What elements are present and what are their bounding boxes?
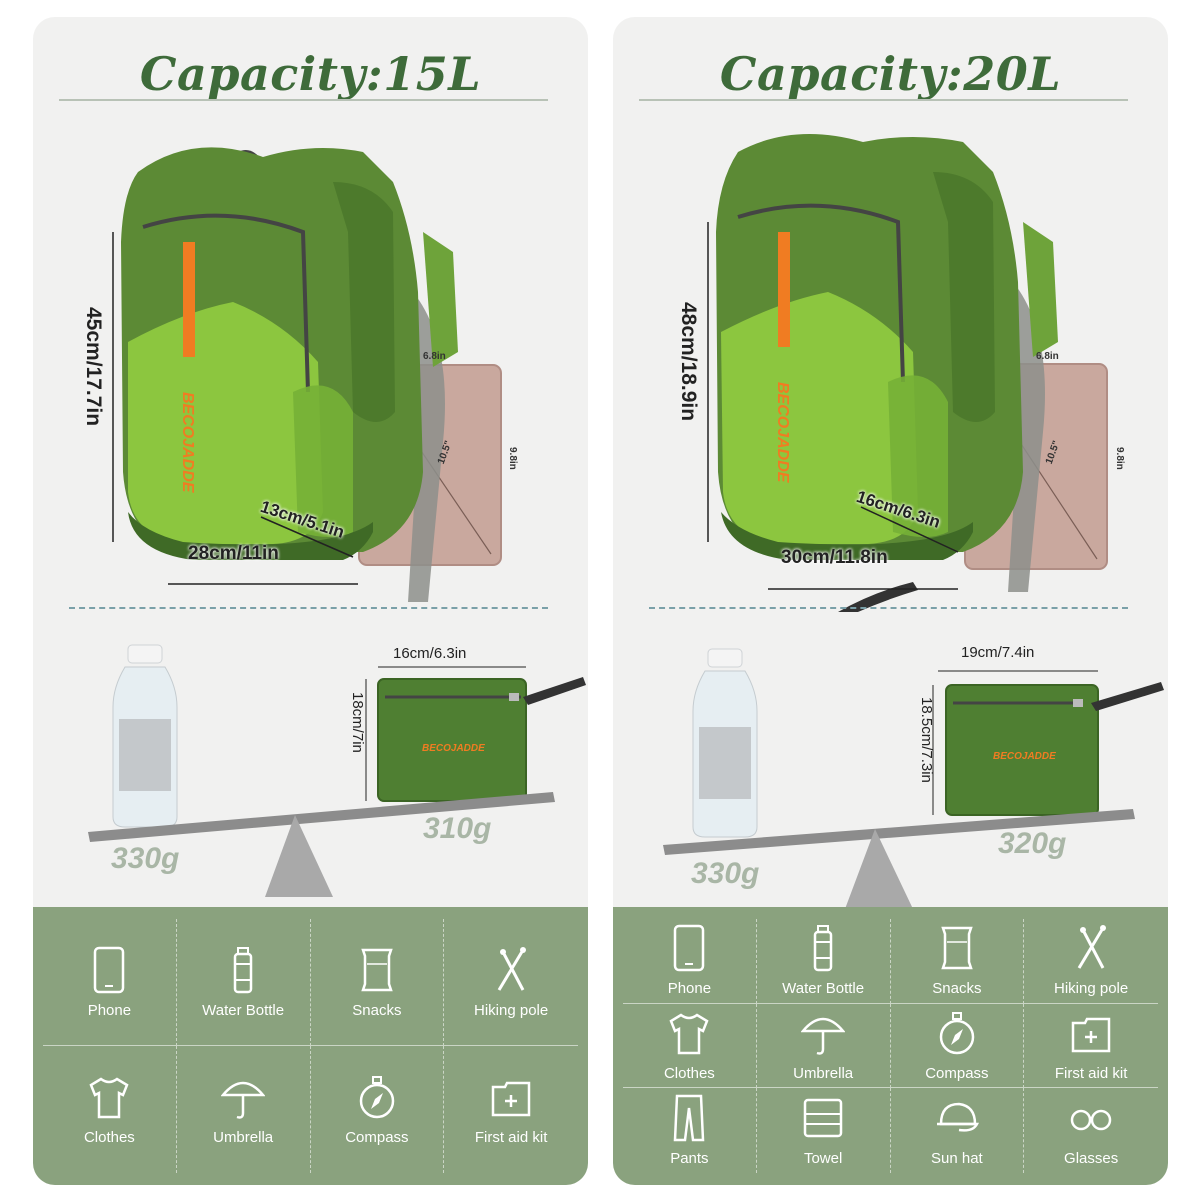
scale-20l-illustration: BECOJADDE: [663, 648, 1164, 909]
water-bottle-icon: [813, 925, 833, 972]
title-divider: [59, 99, 548, 101]
tablet-height-label: 9.8in: [1114, 447, 1125, 470]
item-label: First aid kit: [474, 1129, 548, 1146]
compass-icon: [939, 1011, 975, 1055]
phone-icon: [94, 946, 125, 993]
capacity-20l-panel: Capacity:20L BECOJADDE 48cm/18.9in 30cm/…: [613, 17, 1168, 1185]
item-water-bottle: Water Bottle: [756, 919, 891, 1004]
backpack-20l-illustration: BECOJADDE: [707, 134, 1108, 612]
backpack-brand: BECOJADDE: [774, 382, 791, 484]
snacks-icon: [361, 948, 393, 991]
pouch-height-dimension: 18.5cm/7.3in: [918, 697, 935, 783]
scale-15l-illustration: BECOJADDE: [88, 644, 586, 897]
water-bottle-illustration: [112, 644, 178, 828]
item-water-bottle: Water Bottle: [176, 919, 311, 1046]
packed-pouch-illustration: BECOJADDE: [365, 666, 586, 802]
item-snacks: Snacks: [310, 919, 445, 1046]
item-compass: Compass: [890, 1003, 1025, 1089]
item-clothes: Clothes: [43, 1046, 177, 1173]
height-dimension: 48cm/18.9in: [677, 302, 700, 422]
pouch-width-dimension: 19cm/7.4in: [961, 644, 1035, 661]
item-label: Umbrella: [793, 1064, 854, 1082]
item-clothes: Clothes: [623, 1003, 757, 1089]
first-aid-kit-icon: [491, 1081, 531, 1117]
width-dimension: 28cm/11in: [188, 543, 279, 564]
item-label: Compass: [925, 1064, 989, 1082]
item-label: Sun hat: [931, 1150, 983, 1168]
tablet-height-label: 9.8in: [507, 447, 518, 470]
umbrella-icon: [221, 1081, 266, 1119]
item-label: Towel: [803, 1150, 843, 1168]
item-label: Snacks: [352, 1001, 402, 1019]
section-divider: [649, 607, 1128, 609]
sun-hat-icon: [936, 1102, 979, 1132]
pack-weight: 310g: [423, 812, 492, 845]
item-snacks: Snacks: [890, 919, 1025, 1004]
hiking-pole-icon: [1077, 925, 1107, 970]
title-divider: [639, 99, 1128, 101]
snacks-icon: [941, 927, 973, 970]
capacity-title: Capacity:15L: [139, 47, 482, 101]
item-label: Water Bottle: [202, 1001, 285, 1019]
item-first-aid-kit: First aid kit: [1024, 1004, 1158, 1089]
pack-weight: 320g: [998, 827, 1067, 860]
item-compass: Compass: [311, 1046, 445, 1173]
water-bottle-illustration: [692, 648, 758, 838]
capacity-15l-panel: Capacity:15L BECOJADDE 45cm/17.7in 28cm/…: [33, 17, 588, 1185]
phone-icon: [674, 925, 705, 972]
capacity-title: Capacity:20L: [719, 47, 1062, 101]
hiking-pole-icon: [497, 946, 527, 991]
section-divider: [69, 607, 548, 609]
pouch-width-dimension: 16cm/6.3in: [393, 645, 467, 662]
item-phone: Phone: [43, 919, 177, 1046]
bottle-weight: 330g: [111, 842, 180, 875]
item-towel: Towel: [757, 1088, 891, 1173]
pouch-brand: BECOJADDE: [422, 743, 485, 754]
item-label: Umbrella: [213, 1129, 274, 1146]
item-hiking-pole: Hiking pole: [444, 919, 578, 1046]
item-label: Phone: [87, 1001, 132, 1019]
backpack-brand: BECOJADDE: [179, 392, 196, 494]
item-label: Compass: [345, 1129, 409, 1146]
clothes-icon: [669, 1013, 709, 1055]
item-hiking-pole: Hiking pole: [1024, 919, 1158, 1004]
water-bottle-icon: [233, 946, 253, 993]
item-umbrella: Umbrella: [756, 1003, 891, 1089]
backpack-15l-illustration: BECOJADDE: [112, 147, 502, 602]
height-dimension: 45cm/17.7in: [82, 307, 105, 427]
pouch-brand: BECOJADDE: [993, 751, 1056, 762]
item-glasses: Glasses: [1024, 1088, 1158, 1173]
first-aid-kit-icon: [1071, 1017, 1111, 1053]
glasses-icon: [1070, 1109, 1112, 1131]
item-label: First aid kit: [1054, 1064, 1128, 1082]
pants-icon: [674, 1094, 705, 1142]
item-label: Clothes: [83, 1129, 135, 1146]
bottle-weight: 330g: [691, 857, 760, 890]
fits-items-grid: Phone Water Bottle Snacks Hiking pole Cl…: [33, 907, 588, 1185]
item-label: Snacks: [932, 980, 982, 998]
tablet-width-label: 6.8in: [1036, 351, 1059, 362]
fits-items-grid: Phone Water Bottle Snacks Hiking pole Cl…: [613, 907, 1168, 1185]
tablet-width-label: 6.8in: [423, 351, 446, 362]
item-umbrella: Umbrella: [177, 1046, 311, 1173]
item-label: Pants: [670, 1150, 709, 1168]
item-label: Phone: [667, 980, 712, 998]
item-sun-hat: Sun hat: [891, 1088, 1025, 1173]
pouch-height-dimension: 18cm/7in: [349, 692, 366, 753]
item-pants: Pants: [623, 1088, 757, 1173]
width-dimension: 30cm/11.8in: [781, 547, 888, 568]
item-label: Water Bottle: [782, 980, 865, 998]
item-first-aid-kit: First aid kit: [444, 1046, 578, 1173]
item-label: Hiking pole: [474, 1001, 549, 1019]
umbrella-icon: [801, 1017, 846, 1055]
item-phone: Phone: [623, 919, 757, 1004]
packed-pouch-illustration: BECOJADDE: [932, 670, 1164, 816]
item-label: Hiking pole: [1054, 980, 1129, 998]
item-label: Glasses: [1064, 1150, 1119, 1168]
clothes-icon: [89, 1077, 129, 1119]
compass-icon: [359, 1076, 395, 1119]
item-label: Clothes: [663, 1064, 715, 1082]
towel-icon: [803, 1098, 843, 1138]
